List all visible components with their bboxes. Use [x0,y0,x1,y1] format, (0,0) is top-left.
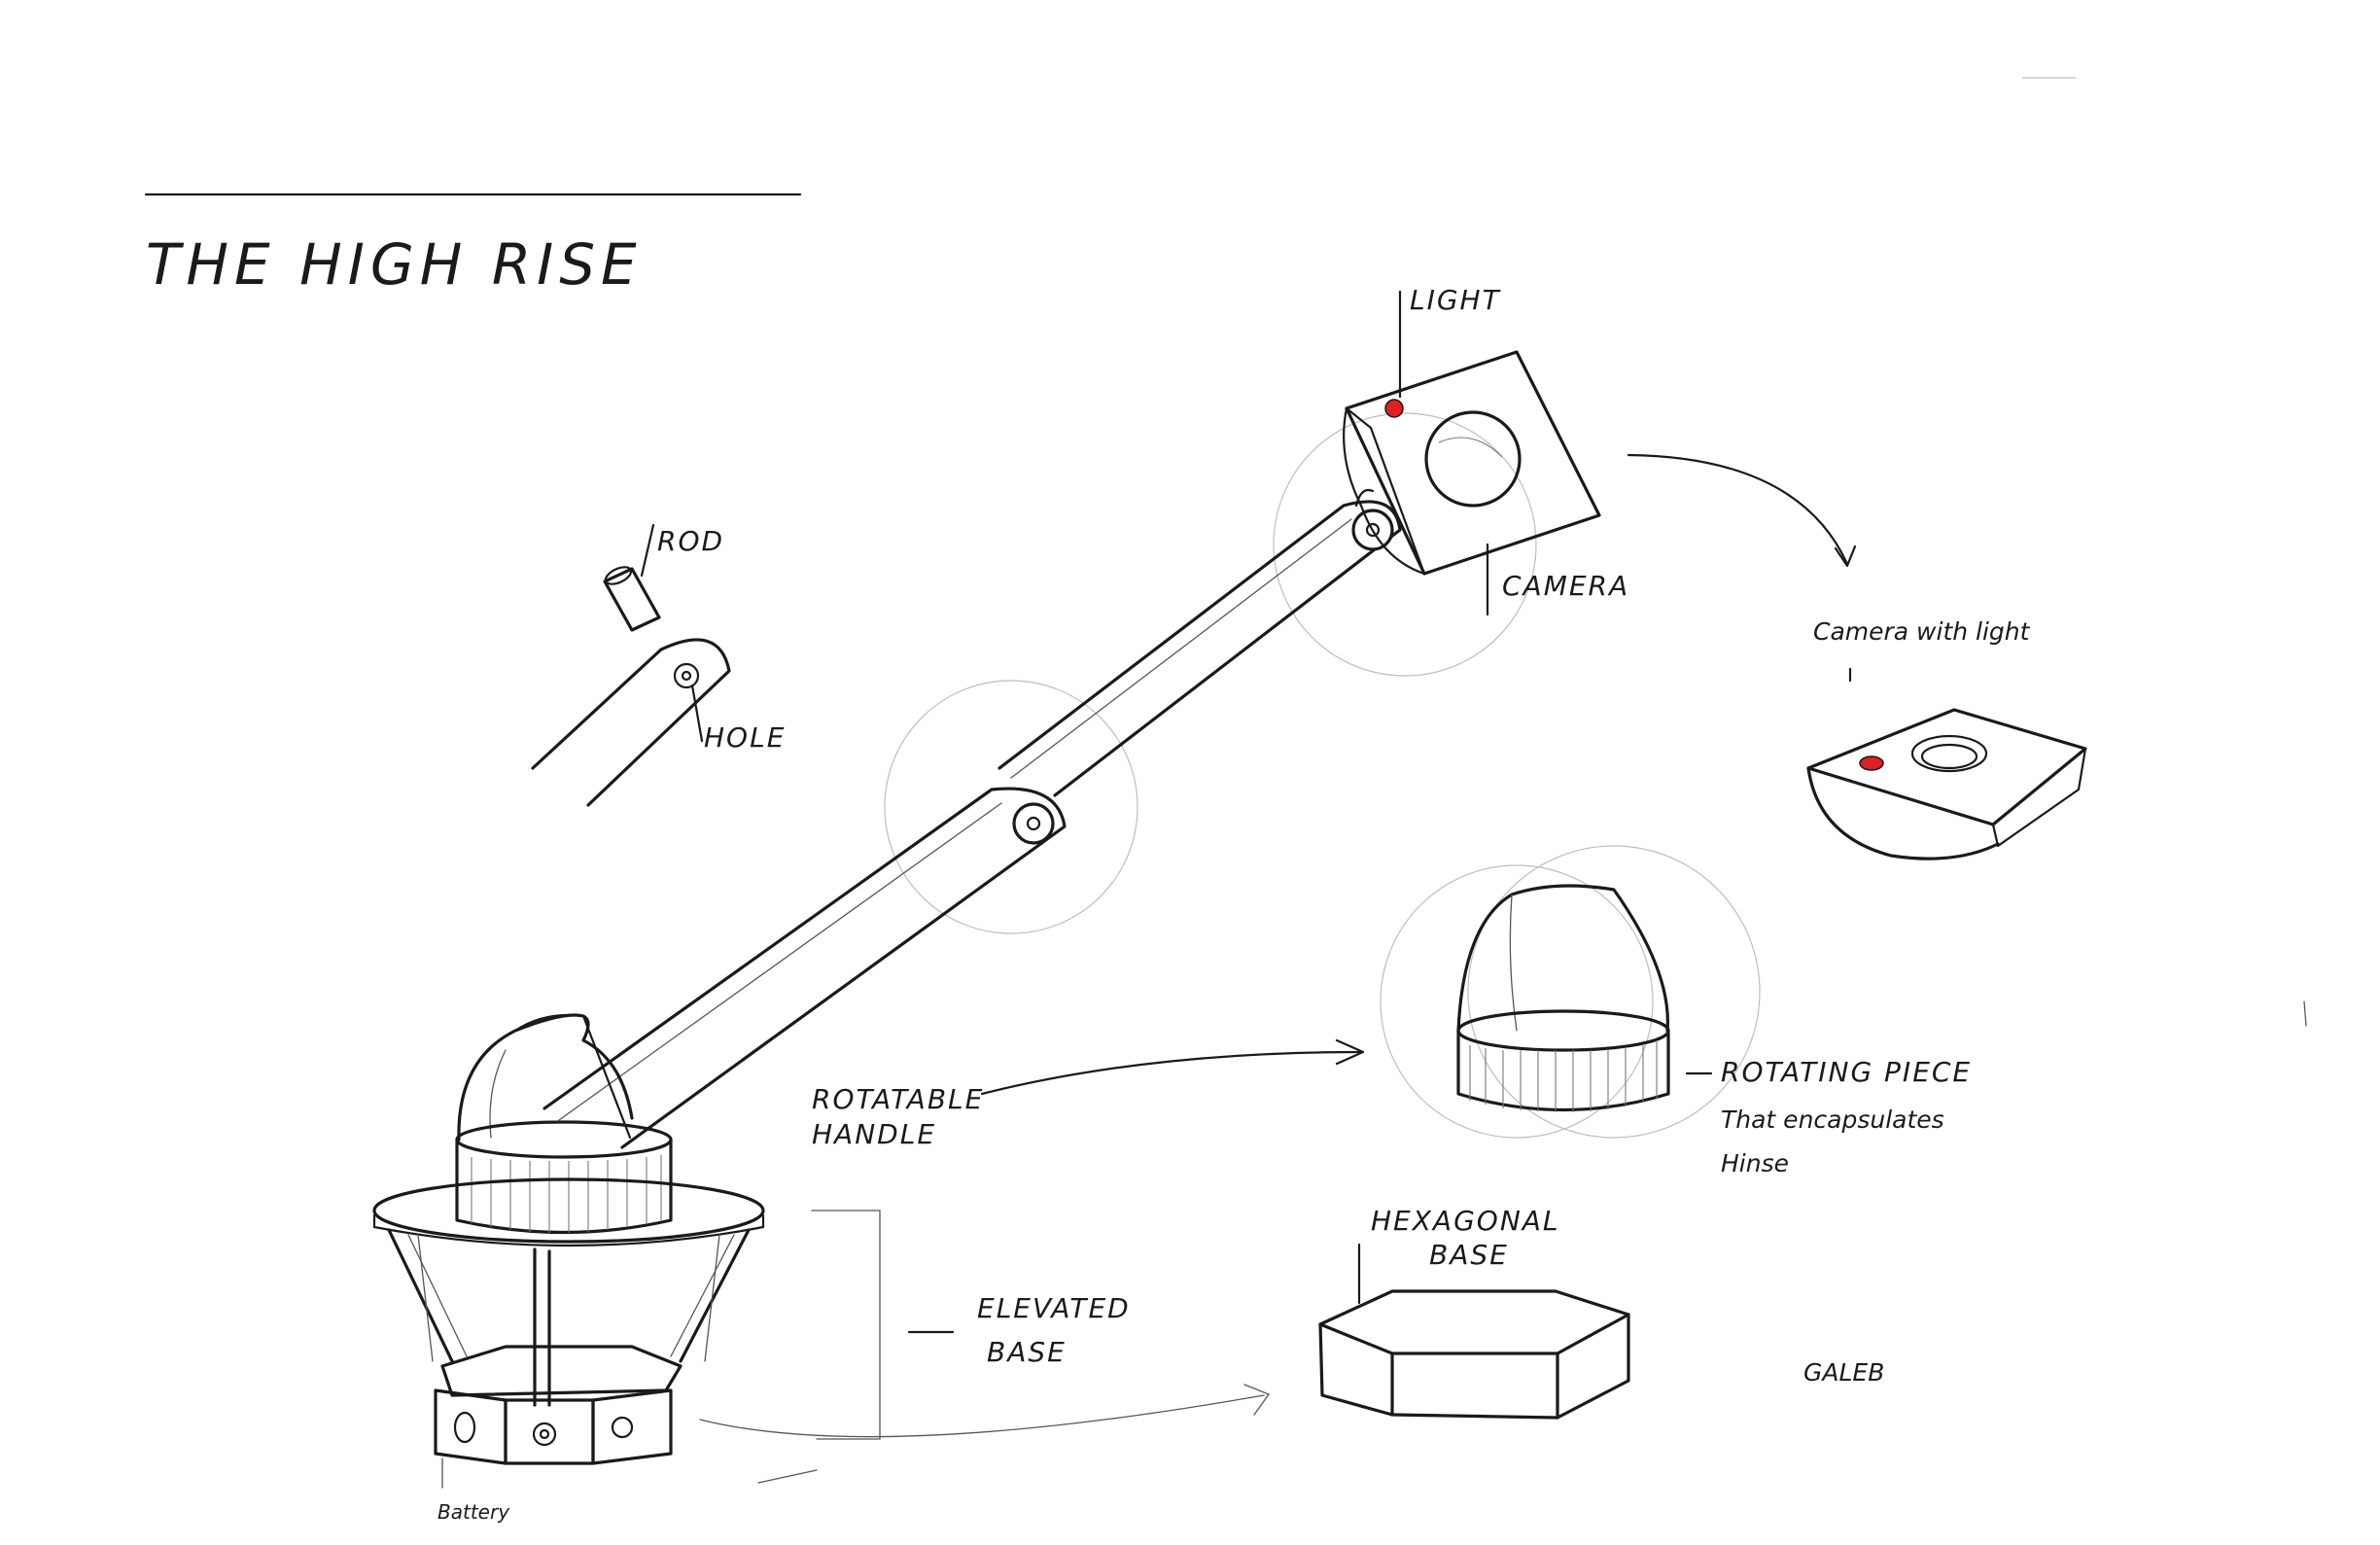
battery-hex-base [434,1345,682,1489]
light-label: LIGHT [1410,284,1501,316]
construction-circles [884,412,1654,1139]
lower-arm [542,787,1067,1149]
stray-word: GALEB [1803,1358,1884,1387]
rotating-piece-label: ROTATING PIECE [1721,1056,1972,1088]
elevated-base [372,1177,765,1407]
battery-label: Battery [438,1500,510,1524]
hexagonal-base-label-1: HEXAGONAL [1371,1205,1560,1237]
rod-label: ROD [657,525,724,557]
hole-label: HOLE [704,721,786,754]
sheet-title: THE HIGH RISE [146,231,643,298]
detail-light-dot [1859,755,1884,771]
hole-detail: HOLE [531,638,786,807]
hex-base-arrow [699,1394,1265,1438]
rotatable-handle-label-1: ROTATABLE [812,1083,984,1115]
elevated-base-bracket [811,1210,955,1440]
elevated-base-label-1: ELEVATED [977,1292,1131,1324]
camera-label: CAMERA [1502,570,1629,602]
rod-detail: ROD [603,523,724,632]
rotating-piece-note-1: That encapsulates [1721,1106,1944,1134]
base-dome [455,1013,673,1235]
rotatable-handle-label-2: HANDLE [812,1118,936,1150]
hexagonal-base-label-2: BASE [1429,1239,1509,1271]
hexagonal-base [1318,1243,1630,1420]
rotating-piece [1456,845,1761,1139]
elevated-base-label-2: BASE [987,1336,1067,1368]
upper-arm [998,488,1402,797]
camera-head [1343,350,1601,576]
camera-light-dot [1384,399,1404,418]
camera-detail [1806,708,2087,860]
rotating-piece-note-2: Hinse [1721,1149,1789,1177]
camera-detail-arrow [1627,453,1849,566]
camera-with-light-label: Camera with light [1813,617,2031,646]
rotatable-handle-arrow [980,1050,1363,1096]
